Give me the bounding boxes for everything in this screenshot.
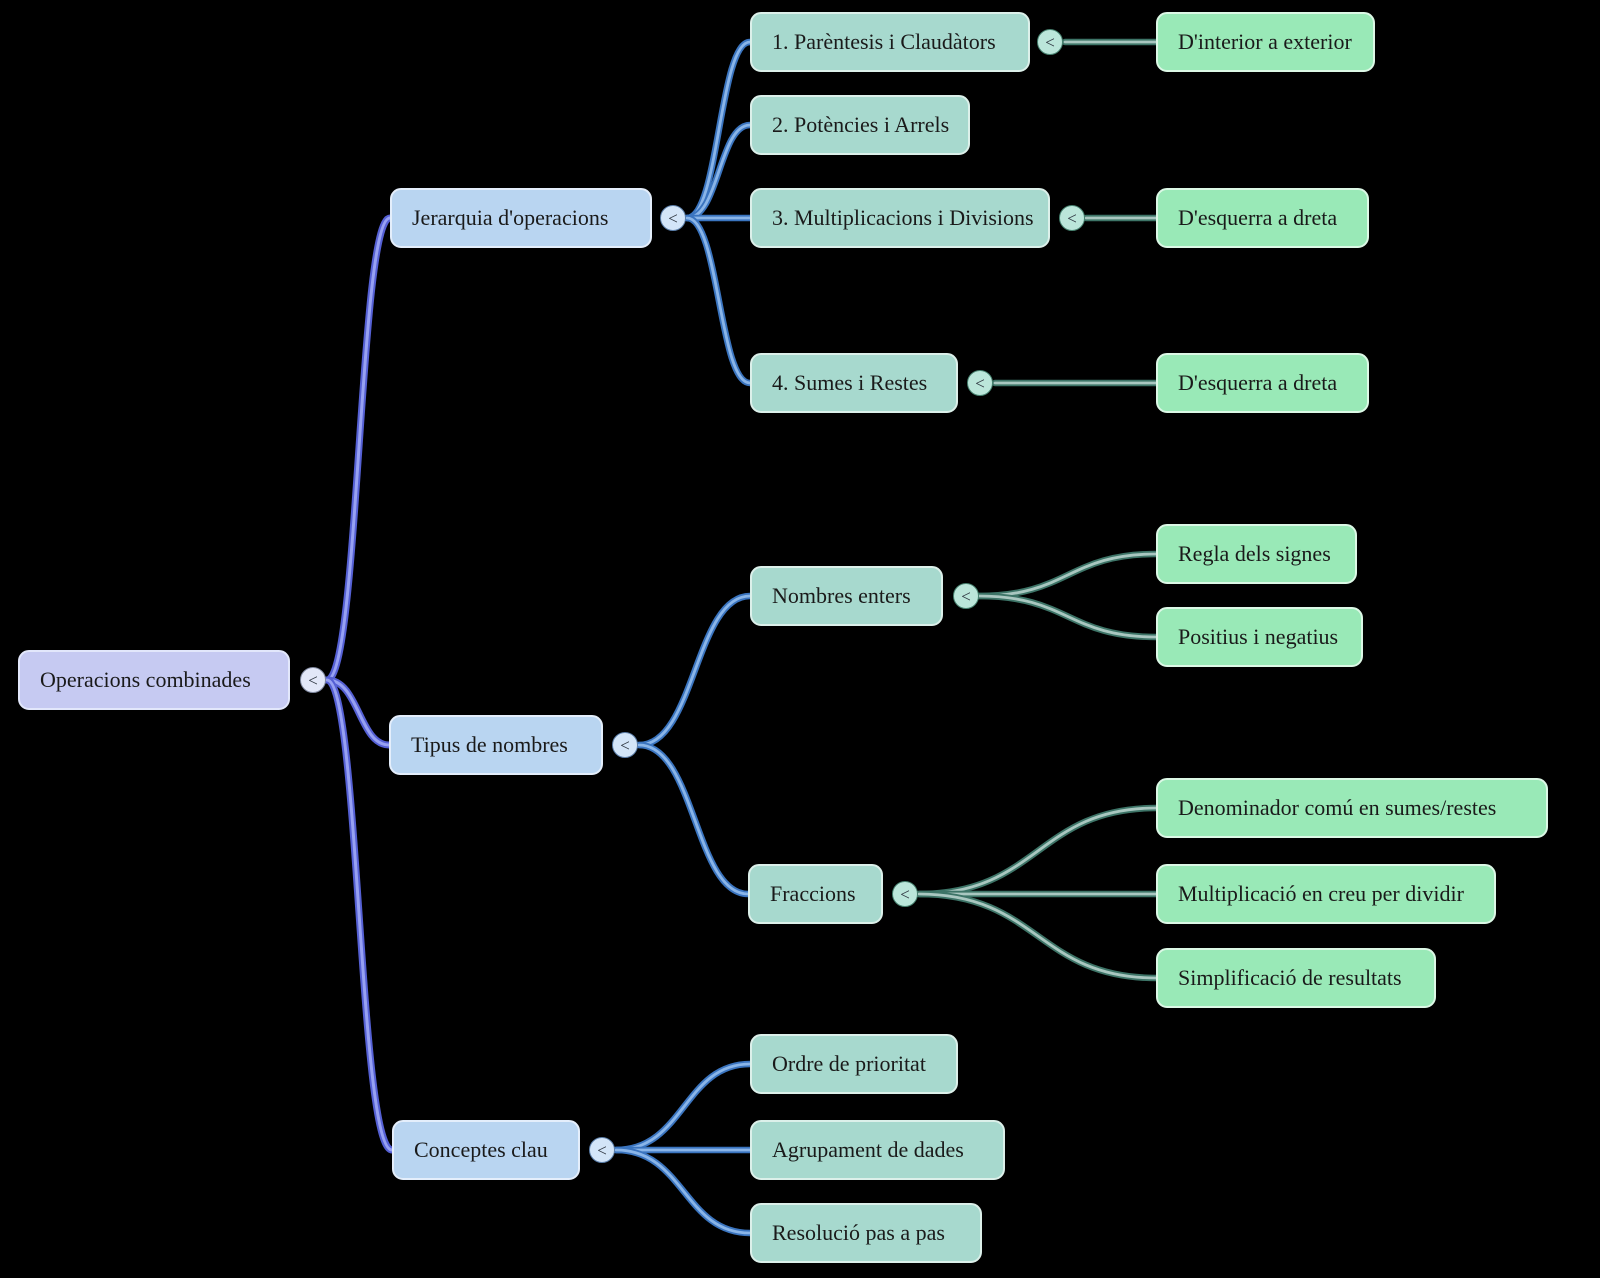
chevron-left-icon: < — [900, 884, 910, 904]
node-label: Agrupament de dades — [772, 1137, 964, 1162]
link-root-to-conceptes — [323, 676, 396, 1154]
node-label: 2. Potències i Arrels — [772, 112, 950, 137]
node-multiplicacio-en-creu[interactable]: Multiplicació en creu per dividir — [1156, 864, 1496, 924]
node-conceptes-clau[interactable]: Conceptes clau — [392, 1120, 580, 1180]
node-simplificacio-de-resultats[interactable]: Simplificació de resultats — [1156, 948, 1436, 1008]
node-label: Jerarquia d'operacions — [412, 205, 609, 230]
chevron-left-icon: < — [975, 373, 985, 393]
node-sumes-restes[interactable]: 4. Sumes i Restes — [750, 353, 958, 413]
node-desquerra-a-dreta-2[interactable]: D'esquerra a dreta — [1156, 353, 1369, 413]
node-label: D'esquerra a dreta — [1178, 370, 1338, 395]
node-label: Ordre de prioritat — [772, 1051, 926, 1076]
chevron-left-icon: < — [1045, 32, 1055, 52]
link-root-to-jerarquia — [323, 214, 394, 684]
collapse-toggle-tipus[interactable]: < — [612, 732, 638, 758]
link-nombres-to-positius — [975, 592, 1160, 641]
chevron-left-icon: < — [961, 586, 971, 606]
node-ordre-de-prioritat[interactable]: Ordre de prioritat — [750, 1034, 958, 1094]
node-resolucio-pas-a-pas[interactable]: Resolució pas a pas — [750, 1203, 982, 1263]
node-label: 3. Multiplicacions i Divisions — [772, 205, 1034, 230]
node-label: 4. Sumes i Restes — [772, 370, 928, 395]
link-conceptes-to-ordre — [612, 1060, 754, 1154]
node-fraccions[interactable]: Fraccions — [748, 864, 883, 924]
link-tipus-to-fraccions — [635, 741, 752, 898]
collapse-toggle-multiplicacions[interactable]: < — [1059, 205, 1085, 231]
node-potencies-arrels[interactable]: 2. Potències i Arrels — [750, 95, 970, 155]
node-label: D'esquerra a dreta — [1178, 205, 1338, 230]
node-label: Multiplicació en creu per dividir — [1178, 881, 1464, 906]
node-multiplicacions-divisions[interactable]: 3. Multiplicacions i Divisions — [750, 188, 1050, 248]
link-root-to-tipus — [323, 676, 393, 749]
node-desquerra-a-dreta-1[interactable]: D'esquerra a dreta — [1156, 188, 1369, 248]
chevron-left-icon: < — [1067, 208, 1077, 228]
node-label: Conceptes clau — [414, 1137, 548, 1162]
collapse-toggle-root[interactable]: < — [300, 667, 326, 693]
node-positius-i-negatius[interactable]: Positius i negatius — [1156, 607, 1363, 667]
node-label: Tipus de nombres — [411, 732, 568, 757]
node-regla-dels-signes[interactable]: Regla dels signes — [1156, 524, 1357, 584]
collapse-toggle-parentesis[interactable]: < — [1037, 29, 1063, 55]
node-label: 1. Parèntesis i Claudàtors — [772, 29, 996, 54]
link-tipus-to-nombres-enters — [635, 592, 754, 749]
chevron-left-icon: < — [597, 1140, 607, 1160]
node-label: Positius i negatius — [1178, 624, 1339, 649]
node-dinterior-a-exterior[interactable]: D'interior a exterior — [1156, 12, 1375, 72]
collapse-toggle-nombres[interactable]: < — [953, 583, 979, 609]
link-fraccions-to-denominador — [915, 804, 1160, 898]
chevron-left-icon: < — [620, 735, 630, 755]
node-label: Simplificació de resultats — [1178, 965, 1402, 990]
chevron-left-icon: < — [668, 208, 678, 228]
node-parentesis-claudators[interactable]: 1. Parèntesis i Claudàtors — [750, 12, 1030, 72]
node-label: Fraccions — [770, 881, 856, 906]
node-label: Nombres enters — [772, 583, 911, 608]
node-label: Operacions combinades — [40, 667, 251, 692]
collapse-toggle-jerarquia[interactable]: < — [660, 205, 686, 231]
link-conceptes-to-resolucio — [612, 1146, 754, 1237]
collapse-toggle-fraccions[interactable]: < — [892, 881, 918, 907]
link-jerarquia-to-sumes — [683, 214, 754, 387]
node-jerarquia-operacions[interactable]: Jerarquia d'operacions — [390, 188, 652, 248]
link-nombres-to-regla — [975, 550, 1160, 600]
collapse-toggle-conceptes[interactable]: < — [589, 1137, 615, 1163]
collapse-toggle-sumes[interactable]: < — [967, 370, 993, 396]
node-agrupament-de-dades[interactable]: Agrupament de dades — [750, 1120, 1005, 1180]
node-nombres-enters[interactable]: Nombres enters — [750, 566, 943, 626]
node-label: D'interior a exterior — [1178, 29, 1352, 54]
link-jerarquia-to-potencies — [683, 121, 754, 222]
link-fraccions-to-simplificacio — [915, 890, 1160, 982]
node-operacions-combinades[interactable]: Operacions combinades — [18, 650, 290, 710]
node-label: Resolució pas a pas — [772, 1220, 945, 1245]
node-label: Regla dels signes — [1178, 541, 1331, 566]
chevron-left-icon: < — [308, 670, 318, 690]
node-label: Denominador comú en sumes/restes — [1178, 795, 1497, 820]
node-denominador-comu[interactable]: Denominador comú en sumes/restes — [1156, 778, 1548, 838]
node-tipus-de-nombres[interactable]: Tipus de nombres — [389, 715, 603, 775]
